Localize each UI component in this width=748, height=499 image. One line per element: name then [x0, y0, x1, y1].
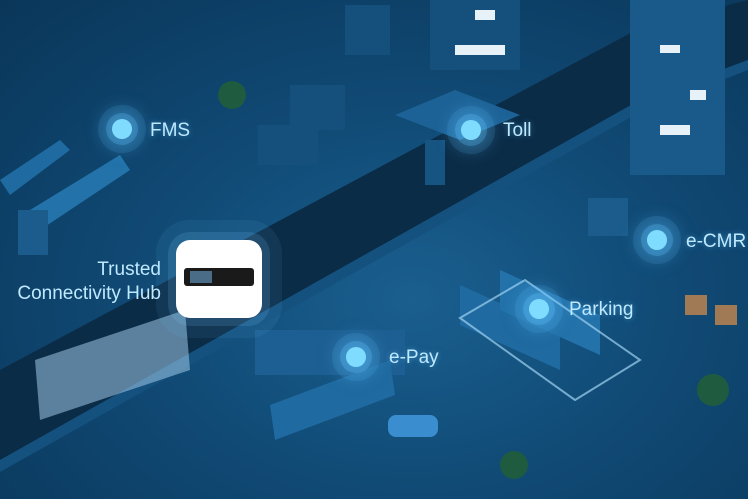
hub-label-line2: Connectivity Hub [17, 283, 161, 304]
connectivity-hub-device-card[interactable] [176, 240, 262, 318]
buildings [255, 0, 725, 375]
label-parking: Parking [569, 299, 634, 320]
label-trusted-connectivity-hub: Trusted Connectivity Hub [17, 258, 161, 306]
tachograph-device [184, 268, 254, 286]
car [388, 415, 438, 437]
hub-label-line1: Trusted [97, 259, 161, 280]
signal-icon [112, 119, 132, 139]
trucks [0, 140, 628, 440]
signal-icon [461, 120, 481, 140]
parking-lines [458, 278, 642, 402]
toll-gate [395, 90, 520, 185]
signal-icon [346, 347, 366, 367]
boxes [685, 295, 737, 325]
label-epay: e-Pay [389, 347, 439, 368]
signal-icon [647, 230, 667, 250]
signal-icon [529, 299, 549, 319]
trees [218, 81, 729, 479]
label-ecmr: e-CMR [686, 231, 747, 252]
device-screen [190, 271, 212, 283]
label-fms: FMS [150, 120, 191, 141]
label-toll: Toll [503, 120, 532, 141]
